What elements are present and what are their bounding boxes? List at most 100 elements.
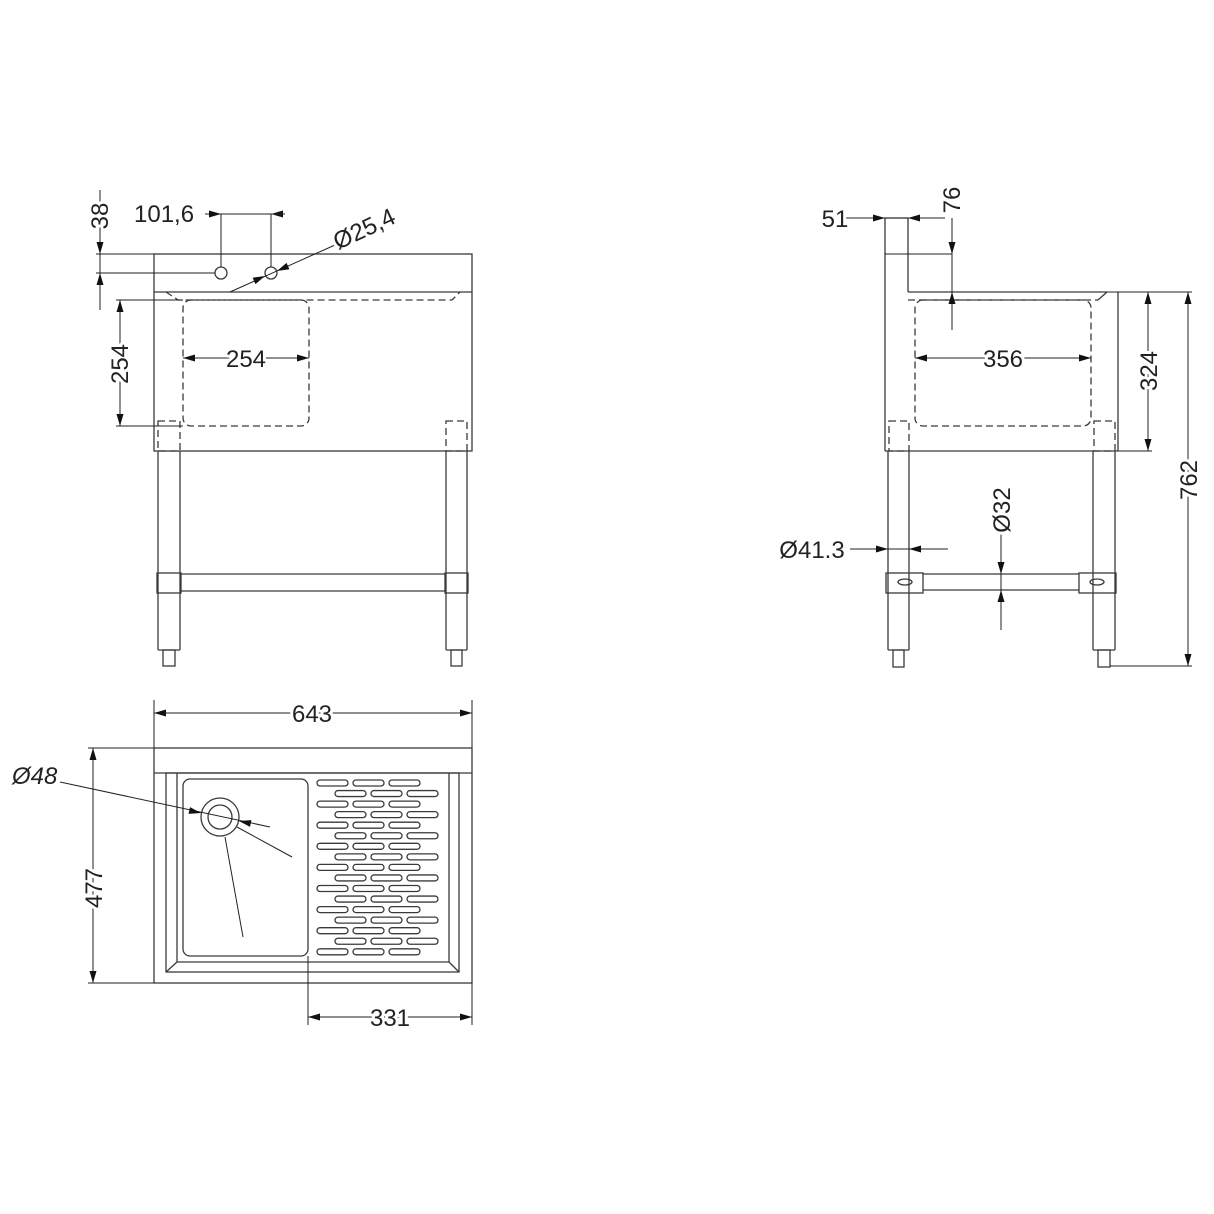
dim-643-arrow — [154, 709, 166, 717]
side-bowl-hidden — [914, 299, 1092, 427]
drainboard-slot — [388, 884, 421, 893]
dim-drainboard-width-label: 331 — [370, 1005, 410, 1032]
drainboard-slot — [334, 916, 367, 924]
drainboard-slot — [388, 927, 421, 935]
drainboard-slot — [370, 789, 403, 798]
dim-762-arrow — [1184, 654, 1192, 666]
drainboard-slot — [406, 916, 439, 924]
side-top-bevel — [1097, 291, 1108, 301]
drainboard-slot — [352, 884, 385, 893]
drainboard-slot — [406, 853, 439, 861]
drain-guide-line — [236, 826, 293, 858]
drainboard-slot — [352, 779, 385, 787]
dim-38-arrow — [96, 242, 104, 254]
dim-overall-width-label: 643 — [292, 701, 332, 728]
drainboard-slot — [370, 874, 403, 882]
drainboard-slot — [370, 811, 403, 819]
drainboard-slot — [352, 927, 385, 935]
side-leg-foot-right — [1097, 649, 1111, 668]
drainboard-slot — [406, 832, 439, 840]
drainboard-slot — [316, 800, 349, 808]
dim-477-arrow — [89, 748, 97, 760]
drainboard-slot — [388, 821, 421, 829]
drain-outer — [200, 797, 240, 837]
dim-254-depth-arrow — [116, 300, 124, 312]
drainboard-slot — [352, 863, 385, 872]
dim-51-arrow — [908, 214, 920, 222]
dim-25-arrow — [277, 262, 290, 271]
drainboard-slot — [334, 853, 367, 861]
front-top-bevel — [165, 291, 461, 301]
dim-356-arrow — [915, 354, 927, 362]
dim-tap-hole-diameter-label: Ø25,4 — [329, 203, 400, 255]
dim-643-arrow — [460, 709, 472, 717]
dim-drain-diameter-label: Ø48 — [11, 763, 58, 790]
top-outline — [153, 747, 473, 984]
drainboard-slot — [388, 905, 421, 914]
drainboard-slot — [406, 789, 439, 798]
top-bowl — [182, 778, 309, 957]
dim-body-height-label: 324 — [1136, 351, 1163, 391]
dim-overall-height-label: 762 — [1176, 460, 1203, 500]
dim-76-arrow — [948, 242, 956, 254]
dim-331-arrow — [460, 1013, 472, 1021]
dim-38-arrow — [96, 273, 104, 285]
drainboard-slot — [316, 779, 349, 787]
drainboard-slot — [406, 937, 439, 945]
dim-41-arrow — [909, 545, 921, 553]
drain-guide-line — [224, 836, 244, 938]
dim-overall-depth-label: 477 — [81, 868, 108, 908]
side-leg-socket-right — [1093, 420, 1116, 452]
drainboard-slot — [370, 937, 403, 945]
front-bowl-hidden — [182, 299, 310, 427]
drainboard-slot — [352, 948, 385, 956]
side-leg-socket-left — [888, 420, 910, 452]
tap-hole-left — [214, 266, 228, 280]
dim-762-arrow — [1184, 292, 1192, 304]
drainboard-slot — [406, 874, 439, 882]
front-leg-collar-right — [444, 572, 469, 594]
bolt-icon — [1089, 578, 1105, 586]
dim-76-arrow — [948, 292, 956, 304]
side-collar-right — [1078, 572, 1117, 594]
dim-101-arrow — [209, 210, 221, 218]
front-leg-foot-left — [162, 649, 176, 667]
dim-48-arrow — [188, 807, 201, 814]
drawing-geometry — [59, 190, 1192, 1025]
drainboard-slot — [334, 937, 367, 945]
dim-bowl-depth-label: 254 — [107, 344, 134, 384]
drainboard-slot — [352, 821, 385, 829]
drainboard-slot — [316, 905, 349, 914]
dim-48-leader — [59, 781, 271, 828]
dim-477-arrow — [89, 971, 97, 983]
drainboard-slot — [316, 927, 349, 935]
dim-356-arrow — [1079, 354, 1091, 362]
front-leg-socket-right — [445, 420, 468, 452]
dim-bowl-length-label: 356 — [983, 346, 1023, 373]
dim-crossbar-diameter-label: Ø32 — [989, 487, 1016, 532]
drainboard-slot — [334, 811, 367, 819]
top-tray — [165, 772, 460, 973]
drainboard-slot — [370, 853, 403, 861]
drainboard-slot — [316, 821, 349, 829]
side-leg-foot-left — [892, 649, 905, 668]
dim-324-arrow — [1144, 292, 1152, 304]
drainboard-slot — [334, 874, 367, 882]
drainboard-slot — [388, 800, 421, 808]
dim-leg-diameter-label: Ø41.3 — [779, 537, 844, 564]
dim-51-arrow — [873, 214, 885, 222]
front-leg-foot-right — [450, 649, 463, 667]
drain-inner — [207, 804, 233, 830]
dim-254-width-arrow — [183, 354, 195, 362]
drainboard-slot — [316, 863, 349, 872]
drainboard-slot — [334, 832, 367, 840]
drainboard-slot — [388, 948, 421, 956]
side-collar-left — [885, 572, 924, 594]
dim-tap-hole-spacing-label: 101,6 — [134, 201, 194, 228]
drainboard-slot — [352, 842, 385, 850]
drainboard-slot — [370, 895, 403, 903]
drainboard-slot — [316, 842, 349, 850]
front-leg-socket-left — [157, 420, 181, 452]
dim-324-arrow — [1144, 439, 1152, 451]
bolt-icon — [897, 578, 913, 586]
